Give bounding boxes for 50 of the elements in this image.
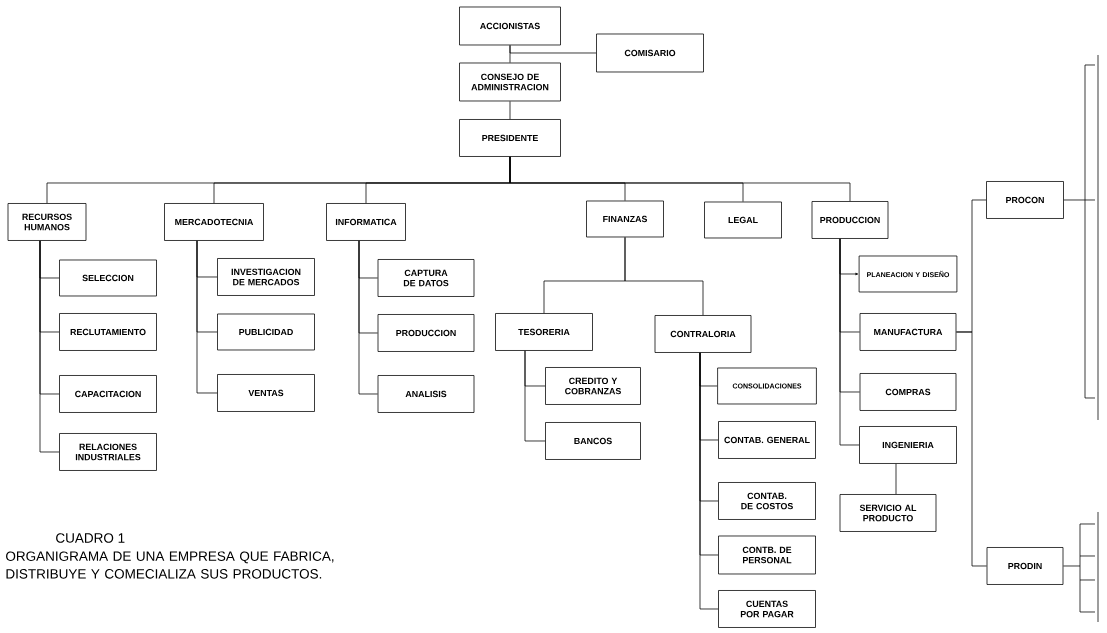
org-box: RELACIONES INDUSTRIALES — [59, 433, 157, 471]
org-box: CONTAB. DE COSTOS — [718, 482, 816, 520]
connector-line — [895, 463, 897, 495]
connector-line — [509, 45, 597, 54]
org-box: SERVICIO AL PRODUCTO — [839, 494, 937, 532]
org-box: FINANZAS — [586, 200, 664, 238]
org-box: RECLUTAMIENTO — [59, 313, 157, 351]
org-box: CUENTAS POR PAGAR — [718, 590, 816, 628]
org-box: CAPACITACION — [59, 375, 157, 413]
org-box: COMPRAS — [859, 373, 957, 411]
connector-line — [624, 237, 704, 316]
org-box: VENTAS — [217, 374, 315, 412]
org-box: MERCADOTECNIA — [164, 203, 264, 241]
org-box: COMISARIO — [596, 33, 704, 73]
connector-line — [1063, 199, 1086, 201]
org-box: PRODUCCION — [811, 201, 889, 239]
connector-line — [358, 240, 378, 395]
connector-line — [39, 240, 60, 453]
org-box: CONSEJO DE ADMINISTRACION — [459, 62, 561, 102]
org-box: ANALISIS — [377, 375, 475, 413]
org-box: BANCOS — [545, 422, 641, 460]
figure-number: CUADRO 1 — [56, 533, 125, 543]
connector-line — [524, 350, 546, 442]
org-box: RECURSOS HUMANOS — [7, 203, 87, 241]
org-box: CONTB. DE PERSONAL — [718, 535, 816, 575]
figure-caption: ORGANIGRAMA DE UNA EMPRESA QUE FABRICA, DISTRIBUYE Y COMECIALIZA SUS PRODUCTOS. — [6, 551, 334, 579]
connector-line — [509, 101, 511, 120]
org-box: ACCIONISTAS — [459, 6, 561, 46]
org-box: INGENIERIA — [859, 426, 957, 464]
org-box: MANUFACTURA — [859, 313, 957, 351]
org-box: PRESIDENTE — [459, 119, 561, 157]
org-box: CONTAB. GENERAL — [718, 421, 816, 459]
connector-line — [956, 331, 987, 567]
org-box: INVESTIGACION DE MERCADOS — [217, 258, 315, 296]
org-box: PUBLICIDAD — [217, 313, 315, 351]
org-box: INFORMATICA — [326, 203, 406, 241]
connector-line — [1063, 565, 1081, 567]
connector-line — [196, 240, 218, 394]
org-box: PROCON — [986, 181, 1064, 219]
org-box: CONTRALORIA — [654, 315, 752, 353]
connector-line — [699, 352, 719, 610]
org-box: PRODUCCION — [377, 314, 475, 352]
org-box: TESORERIA — [495, 313, 593, 351]
connector-line — [509, 156, 851, 202]
org-box: CREDITO Y COBRANZAS — [545, 367, 641, 405]
org-box: PRODIN — [986, 547, 1064, 585]
connector-line — [839, 238, 860, 446]
org-box: LEGAL — [704, 201, 782, 239]
org-box: CAPTURA DE DATOS — [377, 259, 475, 297]
org-box: SELECCION — [59, 259, 157, 297]
